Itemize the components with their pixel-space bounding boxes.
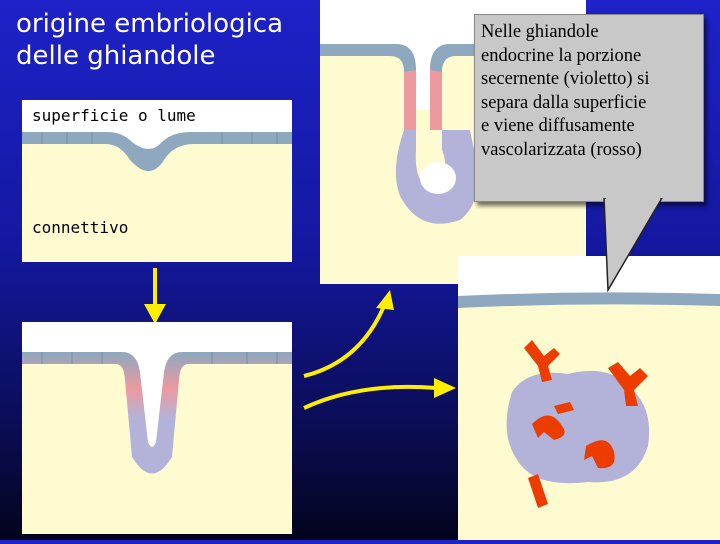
callout-line: Nelle ghiandole [481, 22, 599, 42]
panel-surface-epithelium: superficie o lume connettivo [22, 100, 292, 262]
surface-epithelium-drawing [22, 100, 292, 262]
arrow-to-exocrine [303, 290, 394, 378]
connective-label: connettivo [32, 218, 129, 237]
slide-title: origine embriologica delle ghiandole [16, 8, 316, 72]
title-line-1: origine embriologica [16, 9, 284, 39]
panel-invagination [22, 322, 292, 534]
down-arrow [144, 268, 166, 324]
callout-text: Nelle ghiandole endocrine la porzione se… [481, 21, 701, 162]
callout-line: endocrine la porzione [481, 45, 642, 66]
endocrine-gland-drawing [458, 256, 720, 540]
callout-line: e viene diffusamente [481, 116, 635, 136]
callout-pointer [603, 198, 663, 293]
arrow-to-endocrine [303, 378, 456, 410]
callout-line: separa dalla superficie [481, 92, 647, 113]
callout-line: vascolarizzata (rosso) [481, 139, 642, 160]
callout-line: secernente (violetto) si [481, 69, 650, 89]
title-line-2: delle ghiandole [16, 41, 216, 71]
invagination-drawing [22, 322, 292, 534]
callout-box: Nelle ghiandole endocrine la porzione se… [474, 14, 704, 202]
panel-endocrine-gland [458, 256, 720, 540]
surface-label: superficie o lume [32, 106, 196, 125]
